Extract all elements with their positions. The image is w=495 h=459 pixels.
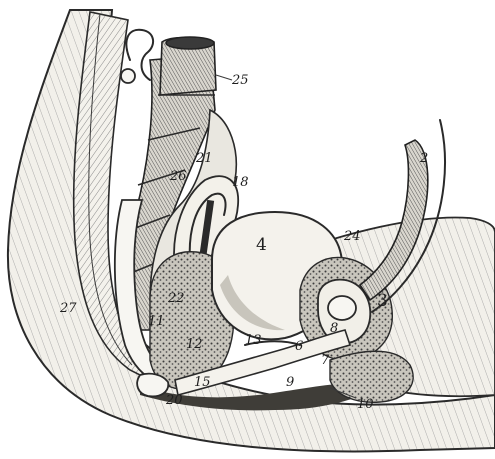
label-25: 25 — [231, 73, 249, 88]
labia-region — [330, 351, 413, 402]
label-9: 9 — [286, 375, 294, 390]
label-10: 10 — [357, 397, 374, 412]
label-22: 22 — [167, 291, 185, 306]
label-20: 20 — [165, 393, 183, 408]
label-21: 21 — [195, 151, 213, 166]
label-8: 8 — [330, 321, 338, 336]
label-6: 6 — [295, 339, 303, 354]
foramen-top — [121, 69, 135, 83]
label-3: 3 — [377, 291, 388, 311]
leader-25 — [216, 75, 232, 80]
pubic-inner — [328, 296, 356, 320]
label-18: 18 — [232, 175, 249, 190]
vertebra-top-cap — [166, 37, 214, 49]
label-4: 4 — [256, 235, 267, 255]
anal-tip — [137, 374, 168, 397]
label-26: 26 — [169, 169, 187, 184]
label-24: 24 — [343, 229, 361, 244]
label-12: 12 — [186, 337, 203, 352]
label-7: 7 — [321, 353, 330, 368]
label-13: 13 — [245, 333, 262, 348]
label-11: 11 — [148, 314, 165, 329]
label-2: 2 — [419, 151, 428, 166]
label-27: 27 — [59, 301, 77, 316]
label-15: 15 — [194, 375, 211, 390]
